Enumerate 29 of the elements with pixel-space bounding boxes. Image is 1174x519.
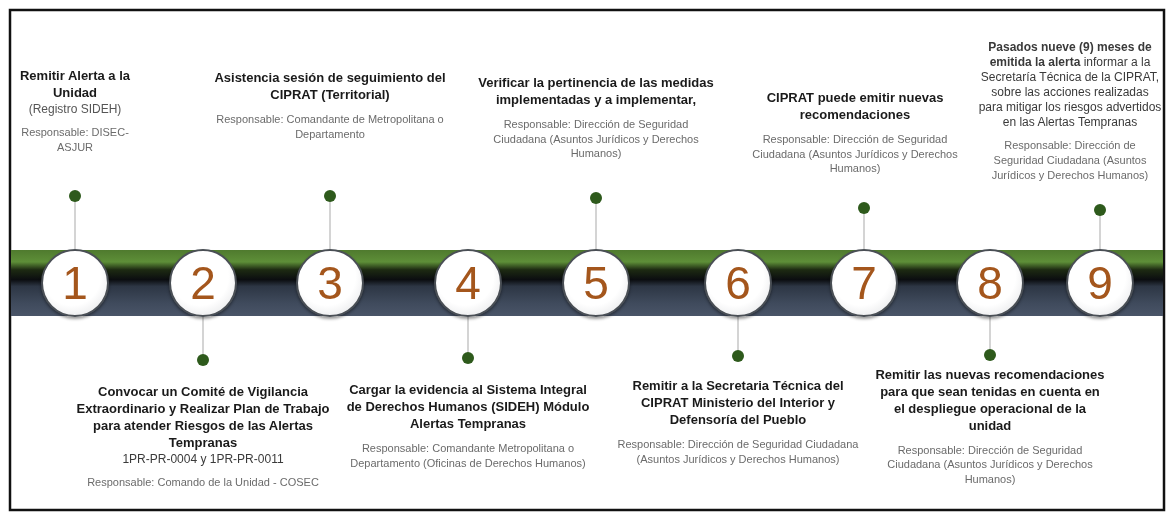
leader-line <box>462 316 474 364</box>
leader-line <box>197 316 209 366</box>
step-title: CIPRAT puede emitir nuevas recomendaciones <box>765 90 945 124</box>
leader-line <box>1094 204 1106 250</box>
step-note: (Registro SIDEH) <box>28 101 122 118</box>
leader-line <box>324 190 336 250</box>
step-title: Convocar un Comité de Vigilancia Extraordinario y Realizar Plan de Trabajo para atender Riesgos de las Alertas Tempranas <box>75 384 331 452</box>
step-title: Verificar la pertinencia de las medidas implementadas y a implementar, <box>478 75 714 109</box>
step-note: Pasados nueve (9) meses de emitida la alerta informar a la Secretaría Técnica de la CIPRAT, sobre las acciones realizadas para mitigar los riesgos advertidos en las Alertas Tempranas <box>978 40 1162 130</box>
step-title: Remitir a la Secretaria Técnica del CIPRAT Ministerio del Interior y Defensoría del Pueblo <box>631 378 845 429</box>
leader-line <box>858 202 870 250</box>
step-title: Remitir las nuevas recomendaciones para que sean tenidas en cuenta en el despliegue operacional de la unidad <box>874 367 1106 435</box>
responsible-text: Responsable: DISEC-ASJUR <box>20 125 130 156</box>
responsible-text: Responsable: Dirección de Seguridad Ciudadana (Asuntos Jurídicos y Derechos Humanos) <box>616 436 860 467</box>
responsible-text: Responsable: Comando de la Unidad - COSEC <box>87 474 319 490</box>
responsible-text: Responsable: Dirección de Seguridad Ciudadana (Asuntos Jurídicos y Derechos Humanos) <box>990 138 1150 183</box>
responsible-text: Responsable: Comandante Metropolitana o Departamento (Oficinas de Derechos Humanos) <box>349 440 587 471</box>
step-note: 1PR-PR-0004 y 1PR-PR-0011 <box>122 451 284 467</box>
leader-line <box>732 316 744 362</box>
leader-line <box>590 192 602 250</box>
responsible-text: Responsable: Dirección de Seguridad Ciudadana (Asuntos Jurídicos y Derechos Humanos) <box>492 116 700 162</box>
responsible-text: Responsable: Dirección de Seguridad Ciudadana (Asuntos Jurídicos y Derechos Humanos) <box>886 442 1094 488</box>
step-title: Asistencia sesión de seguimiento del CIPRAT (Territorial) <box>213 70 447 104</box>
leader-line <box>984 316 996 361</box>
responsible-text: Responsable: Dirección de Seguridad Ciudadana (Asuntos Jurídicos y Derechos Humanos) <box>751 131 959 177</box>
step-title: Remitir Alerta a la Unidad <box>18 68 132 102</box>
responsible-text: Responsable: Comandante de Metropolitana o Departamento <box>215 111 445 142</box>
leader-line <box>69 190 81 250</box>
step-title: Cargar la evidencia al Sistema Integral de Derechos Humanos (SIDEH) Módulo Alertas Tempranas <box>345 382 591 433</box>
